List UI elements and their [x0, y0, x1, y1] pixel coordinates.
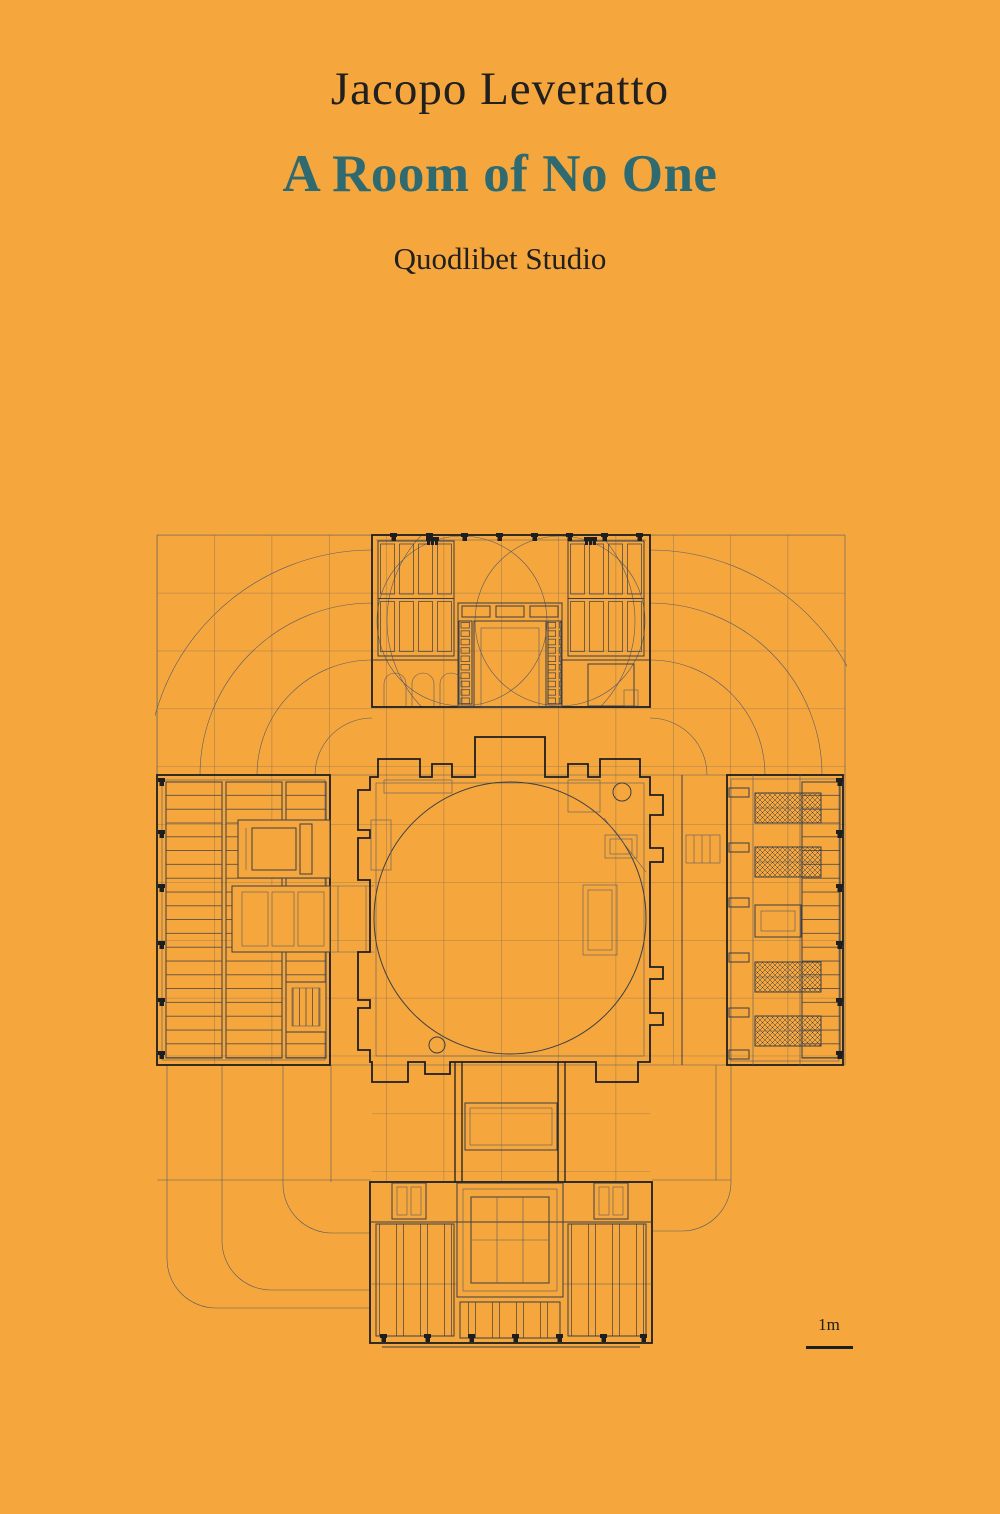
corner-arcs-bottom-left: [166, 1065, 371, 1309]
corner-arcs-top-left: [155, 549, 373, 776]
top-wing: [371, 533, 651, 708]
left-wing: [156, 774, 374, 1066]
publisher-name: Quodlibet Studio: [393, 241, 607, 276]
grid-top-band: [157, 535, 845, 775]
bottom-vestibule: [454, 1062, 566, 1182]
bottom-wing: [369, 1181, 653, 1348]
corner-arcs-top-right: [649, 549, 847, 776]
plan-clip-group: [155, 533, 847, 1348]
grid-bottom-band: [372, 1065, 650, 1182]
author-name: Jacopo Leveratto: [330, 63, 670, 115]
scale-bar-label: 1m: [818, 1315, 840, 1334]
central-room: [357, 736, 664, 1083]
book-title: A Room of No One: [282, 145, 718, 203]
right-wing: [681, 774, 844, 1066]
corner-arcs-bottom-right: [652, 1065, 732, 1232]
scale-bar-line: [806, 1346, 853, 1349]
